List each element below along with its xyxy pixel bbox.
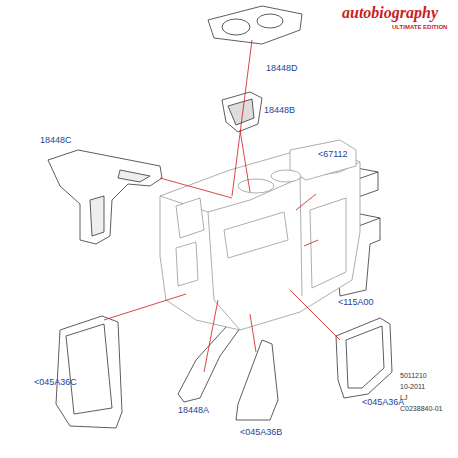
leader-lines: [104, 40, 340, 372]
console-cup: [238, 179, 274, 193]
bezel-opening: [90, 196, 104, 236]
cupholder-trim: [208, 6, 302, 44]
leader-line: [290, 290, 340, 340]
front-panel: [56, 316, 122, 428]
callout-number: 18448D: [266, 64, 298, 74]
cupholder-insert: [222, 92, 262, 132]
side-panel: [336, 318, 392, 398]
callout-number: 18448C: [40, 136, 72, 146]
leader-line: [304, 240, 318, 246]
leader-line: [240, 130, 250, 192]
console-cup: [271, 170, 301, 182]
logo-subtitle: ULTIMATE EDITION: [392, 24, 447, 31]
leader-line: [160, 178, 232, 198]
console-side: [310, 198, 346, 288]
callout-number: <67112: [318, 150, 348, 160]
small-panel: [236, 340, 278, 420]
leader-line: [232, 40, 252, 196]
callout-number: <045A36C: [34, 378, 77, 388]
panel-edge: [346, 326, 384, 388]
console-body: [160, 150, 360, 330]
drawing-note: LJ: [400, 394, 407, 402]
callout-number: 18448A: [178, 406, 209, 416]
callout-number: <045A36B: [240, 428, 282, 438]
callout-number: <115A00: [338, 298, 374, 308]
console-opening: [176, 242, 198, 286]
leader-line: [204, 300, 218, 372]
drawing-note: C0238840-01: [400, 405, 442, 413]
console-opening: [224, 212, 288, 258]
console-edge: [208, 178, 302, 330]
bezel-opening: [118, 170, 150, 182]
insert-detail: [228, 99, 254, 125]
center-console: [160, 140, 360, 330]
callout-number: <045A36A: [362, 398, 404, 408]
leader-line: [250, 314, 256, 352]
drawing-note: 5011210: [400, 372, 427, 380]
console-opening: [176, 198, 204, 238]
gear-bezel: [48, 150, 162, 244]
cup-hole: [222, 19, 250, 35]
leader-line: [104, 294, 186, 320]
cup-hole: [257, 14, 283, 28]
logo-text: autobiography: [342, 4, 438, 22]
callout-number: 18448B: [264, 106, 295, 116]
panel-edge: [66, 324, 112, 414]
drawing-note: 10-2011: [400, 383, 425, 391]
leader-line: [296, 194, 316, 210]
